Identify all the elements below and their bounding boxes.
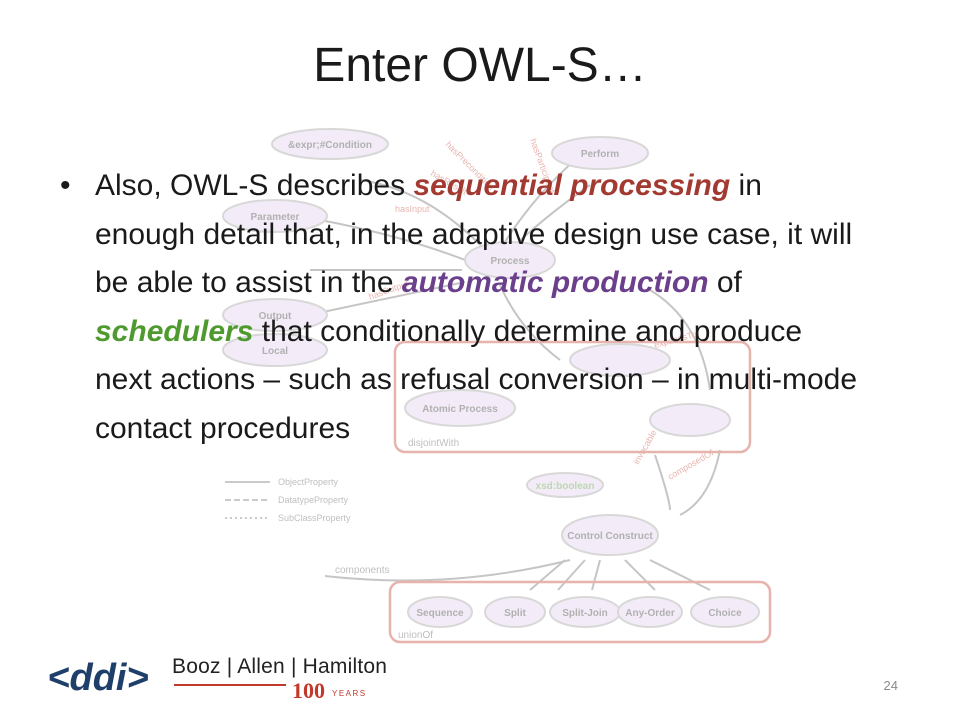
node-splitjoin <box>549 596 621 628</box>
ddi-logo: <ddi> <box>48 657 148 699</box>
node-label-output: Output <box>259 311 292 322</box>
edge-line <box>649 289 711 391</box>
disjoint-label: disjointWith <box>408 438 459 449</box>
node-label-atomic: Atomic Process <box>422 404 498 415</box>
node-label-parameter: Parameter <box>251 212 300 223</box>
node-split <box>484 596 546 628</box>
components-label: components <box>335 565 389 576</box>
edge-line <box>499 159 576 251</box>
bullet-marker: • <box>60 169 71 202</box>
union-group-box <box>388 580 772 644</box>
node-local <box>222 333 328 367</box>
bullet-text-seg4: that conditionally determine and produce… <box>95 314 858 445</box>
node-simple <box>649 403 731 437</box>
node-anyorder <box>617 596 683 628</box>
page-number: 24 <box>883 678 898 693</box>
bullet-text-seg2: in enough detail that, in the adaptive d… <box>95 169 853 299</box>
booz-allen-hamilton-logo: Booz | Allen | Hamilton <box>172 655 388 678</box>
bullet-text-seg1: Also, OWL-S describes <box>95 169 414 202</box>
ddi-logo-text: <ddi> <box>48 657 148 699</box>
node-composite <box>569 343 671 377</box>
node-control <box>561 514 659 556</box>
node-sequence <box>407 596 473 628</box>
emphasis-sequential-processing: sequential processing <box>413 169 731 202</box>
node-condition <box>271 128 389 160</box>
edge-line <box>654 454 671 511</box>
bullet-item: • Also, OWL-S describes sequential proce… <box>60 162 860 453</box>
edge-line <box>624 559 656 591</box>
owl-s-diagram: &expr;#Condition Perform Parameter Proce… <box>222 128 772 644</box>
edge-line <box>679 449 721 516</box>
node-label-control: Control Construct <box>567 531 653 542</box>
node-label-splitjoin: Split-Join <box>562 608 608 619</box>
legend-datatype-label: DatatypeProperty <box>278 495 349 505</box>
edge-line <box>557 559 586 591</box>
edge-line <box>284 281 466 321</box>
hundred-years-label: YEARS <box>332 689 367 698</box>
legend-subclass-label: SubClassProperty <box>278 513 351 523</box>
edge-label-hasinput: hasInput <box>395 204 430 214</box>
logo-underline <box>174 684 286 686</box>
node-process <box>464 241 556 279</box>
legend-object-label: ObjectProperty <box>278 477 339 487</box>
emphasis-automatic-production: automatic production <box>401 266 709 299</box>
union-label: unionOf <box>398 630 433 641</box>
node-output <box>222 298 328 332</box>
bullet-text-seg3: of <box>708 266 742 299</box>
node-parameter <box>222 199 328 233</box>
node-label-local: Local <box>262 346 288 357</box>
node-xsd <box>526 472 604 498</box>
hundred-years-number: 100 <box>292 678 325 703</box>
node-label-split: Split <box>504 608 526 619</box>
edge-line <box>649 559 711 591</box>
process-group-box <box>393 340 752 454</box>
edge-line <box>359 179 491 256</box>
emphasis-schedulers: schedulers <box>95 314 254 348</box>
edge-line <box>591 559 601 591</box>
slide-title: Enter OWL-S… <box>313 39 647 92</box>
bullet-text: Also, OWL-S describes sequential process… <box>95 162 860 453</box>
node-label-sequence: Sequence <box>416 608 464 619</box>
edge-line <box>319 219 466 261</box>
node-label-xsd: xsd:boolean <box>536 481 595 492</box>
node-choice <box>690 596 760 628</box>
node-label-perform: Perform <box>581 149 619 160</box>
node-label-anyorder: Any-Order <box>625 608 675 619</box>
edge-line <box>324 559 571 582</box>
edge-line <box>504 184 591 256</box>
node-label-condition: &expr;#Condition <box>288 140 372 151</box>
node-label-choice: Choice <box>708 608 742 619</box>
node-atomic <box>404 389 516 427</box>
node-label-process: Process <box>491 256 530 267</box>
edge-line <box>529 559 566 591</box>
edge-line <box>499 284 561 361</box>
node-perform <box>551 136 649 170</box>
